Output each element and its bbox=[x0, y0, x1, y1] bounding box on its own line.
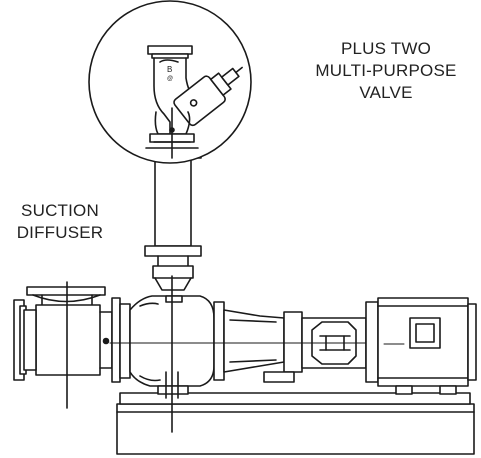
suction-diffuser-label: SUCTION DIFFUSER bbox=[2, 200, 118, 244]
svg-text:@: @ bbox=[167, 76, 173, 82]
valve-callout-label: PLUS TWO MULTI-PURPOSE VALVE bbox=[296, 38, 476, 104]
valve-label-line-2: MULTI-PURPOSE bbox=[315, 61, 457, 80]
valve-label-line-3: VALVE bbox=[359, 83, 413, 102]
suction-diffuser bbox=[14, 282, 112, 408]
vertical-pipe bbox=[145, 148, 201, 290]
svg-text:B: B bbox=[167, 65, 172, 74]
suction-label-line-2: DIFFUSER bbox=[16, 223, 104, 242]
base-skid bbox=[117, 393, 474, 454]
valve-detail-circle: B @ bbox=[89, 1, 252, 163]
valve-label-line-1: PLUS TWO bbox=[340, 39, 432, 58]
motor bbox=[366, 298, 476, 394]
bearing-frame bbox=[214, 302, 302, 382]
suction-label-line-1: SUCTION bbox=[21, 201, 99, 220]
